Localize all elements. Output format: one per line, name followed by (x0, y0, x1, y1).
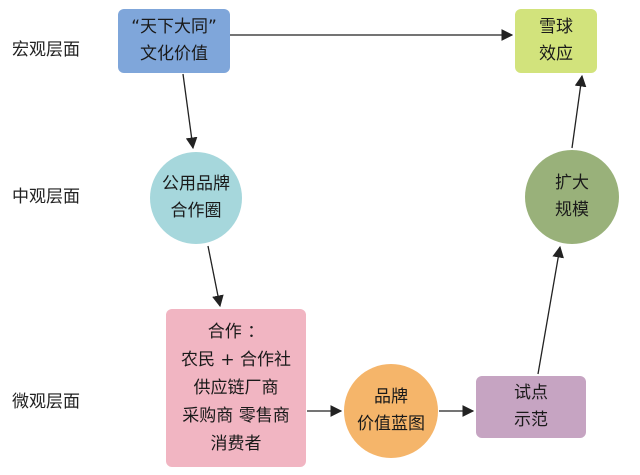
node-brand-blueprint: 品牌 价值蓝图 (344, 364, 438, 458)
node-expand-scale: 扩大 规模 (525, 150, 619, 244)
node-pilot-demo: 试点 示范 (476, 376, 586, 438)
node-snowball-line: 效应 (539, 44, 573, 64)
level-label-macro: 宏观层面 (12, 40, 80, 60)
node-cooperation-line: 消费者 (210, 434, 262, 454)
node-cooperation-line: 采购商 零售商 (182, 406, 290, 426)
node-culture-line: “天下大同” (131, 17, 217, 37)
node-brand-circle: 公用品牌 合作圈 (150, 152, 242, 244)
node-cooperation-line: 供应链厂商 (193, 378, 279, 398)
arrow-culture-to-brand-circle (182, 73, 198, 150)
node-expand-line: 扩大 (555, 173, 589, 193)
node-pilot-line: 示范 (514, 410, 548, 430)
node-culture-value: “天下大同” 文化价值 (118, 9, 230, 73)
node-snowball-line: 雪球 (539, 17, 573, 37)
node-blueprint-line: 品牌 (374, 387, 408, 407)
node-cooperation-line: 农民 + 合作社 (180, 350, 292, 370)
node-brand-circle-line: 合作圈 (170, 201, 222, 221)
node-expand-line: 规模 (555, 200, 589, 220)
level-label-micro: 微观层面 (12, 392, 80, 412)
level-label-meso: 中观层面 (12, 187, 80, 207)
node-snowball-effect: 雪球 效应 (515, 9, 597, 73)
node-brand-circle-line: 公用品牌 (162, 174, 230, 194)
node-pilot-line: 试点 (514, 383, 548, 403)
node-culture-line: 文化价值 (140, 44, 208, 64)
node-blueprint-line: 价值蓝图 (357, 414, 425, 434)
node-cooperation-line: 合作 ： (207, 322, 265, 342)
arrow-brand-circle-to-cooperation (207, 245, 224, 308)
node-cooperation: 合作 ： 农民 + 合作社 供应链厂商 采购商 零售商 消费者 (166, 309, 306, 467)
arrow-pilot-to-expand (537, 245, 564, 375)
arrow-expand-to-snowball (571, 74, 587, 149)
